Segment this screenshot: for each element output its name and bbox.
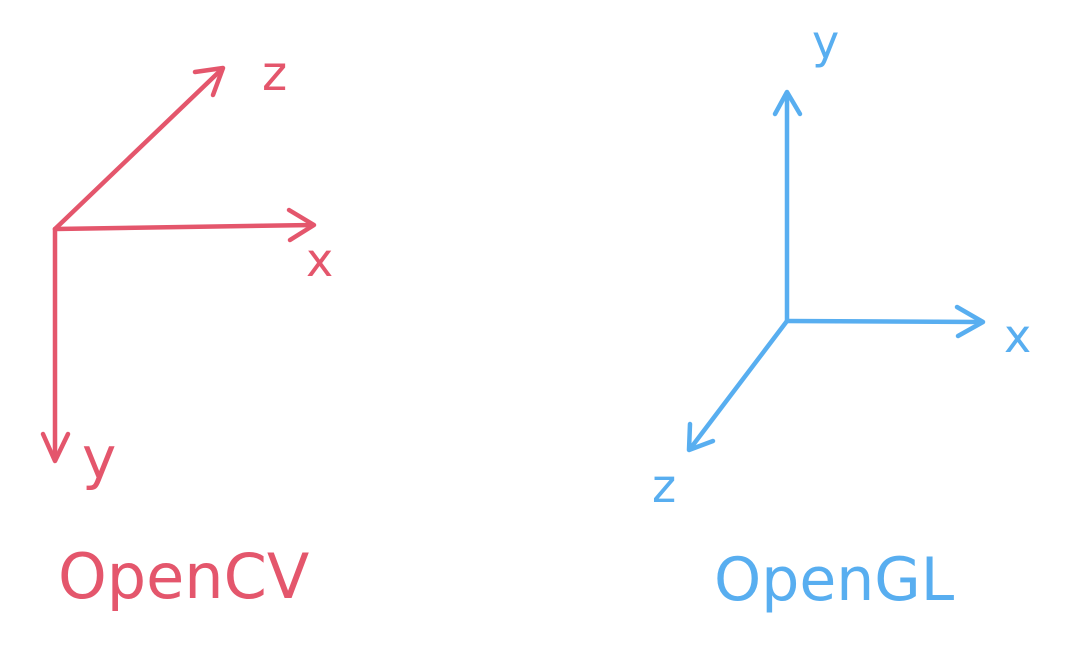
opengl-z-axis-line	[687, 318, 790, 452]
opencv-y-arrowhead	[40, 431, 71, 464]
opengl-z-label: z	[652, 459, 676, 513]
opencv-coordinate-system: x y z OpenCV	[40, 46, 333, 613]
opengl-system-label: OpenGL	[714, 545, 955, 615]
opengl-y-axis	[772, 89, 803, 324]
opencv-z-arrowhead	[192, 65, 226, 98]
opencv-y-label: y	[82, 424, 116, 492]
opengl-x-label: x	[1004, 309, 1031, 363]
opengl-y-label: y	[812, 15, 839, 69]
opencv-x-arrowhead	[286, 207, 317, 243]
opengl-y-arrowhead	[772, 89, 803, 117]
opencv-y-axis	[40, 226, 71, 464]
opengl-coordinate-system: x y z OpenGL	[652, 15, 1031, 615]
opencv-x-axis	[52, 207, 317, 243]
opencv-system-label: OpenCV	[58, 540, 309, 613]
opencv-z-label: z	[262, 46, 287, 102]
opencv-x-label: x	[306, 233, 333, 287]
opengl-x-arrowhead	[954, 304, 986, 339]
opengl-z-axis	[686, 318, 790, 453]
opencv-z-axis-line	[52, 66, 225, 232]
opencv-x-axis-line	[52, 222, 316, 232]
opengl-z-arrowhead	[686, 421, 716, 453]
opengl-x-axis	[784, 304, 986, 339]
opencv-z-axis	[52, 65, 226, 232]
opengl-x-axis-line	[784, 318, 985, 325]
